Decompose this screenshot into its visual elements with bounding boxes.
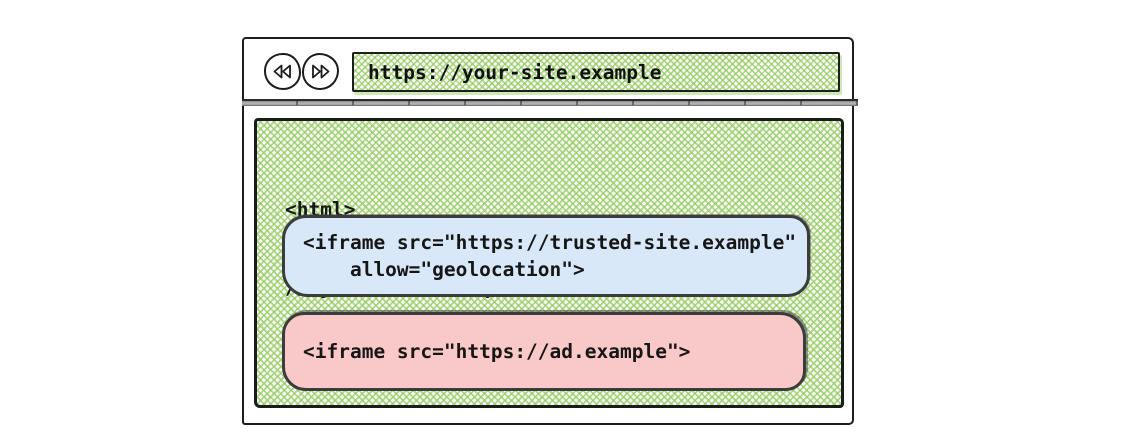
forward-button[interactable] [302,53,339,90]
page-content-panel: <html> // your-site.example code <iframe… [254,118,844,408]
address-bar[interactable]: https://your-site.example [352,52,840,92]
double-right-arrow-icon [307,58,334,85]
trusted-iframe-box: <iframe src="https://trusted-site.exampl… [282,215,810,297]
trusted-iframe-code-line-1: <iframe src="https://trusted-site.exampl… [303,231,797,254]
address-url: https://your-site.example [368,60,662,84]
trusted-iframe-code-line-2: allow="geolocation"> [303,258,585,281]
double-left-arrow-icon [269,58,296,85]
browser-toolbar: https://your-site.example [244,39,852,99]
back-button[interactable] [264,53,301,90]
toolbar-divider [242,99,858,106]
ad-iframe-box: <iframe src="https://ad.example"> [282,312,806,391]
ad-iframe-code-line-1: <iframe src="https://ad.example"> [303,340,691,363]
browser-window: https://your-site.example <html> // your… [242,37,858,425]
